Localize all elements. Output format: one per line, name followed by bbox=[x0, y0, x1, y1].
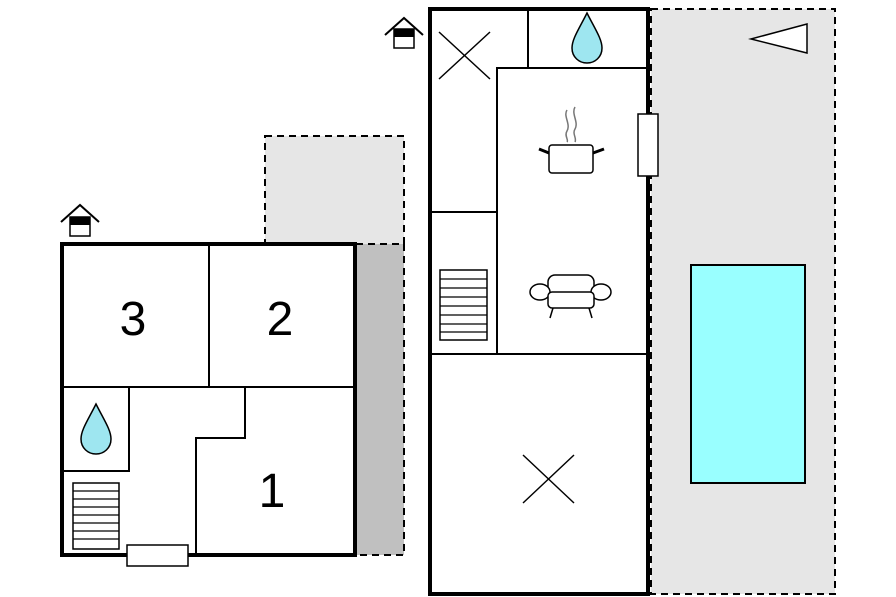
entrance-icon bbox=[60, 203, 100, 237]
water-drop-icon-ground bbox=[571, 11, 603, 64]
ground-floor-interior-walls bbox=[430, 9, 648, 355]
cross-mark-top bbox=[438, 31, 491, 80]
room-label-2: 2 bbox=[267, 293, 294, 346]
sofa-icon bbox=[529, 274, 612, 319]
room-label-3: 3 bbox=[120, 293, 147, 346]
cooking-pot-icon bbox=[538, 106, 605, 174]
side-terrace bbox=[355, 243, 405, 556]
stairs-icon-ground bbox=[439, 269, 488, 341]
cross-mark-bottom bbox=[522, 454, 575, 504]
window-icon-ground bbox=[637, 113, 659, 177]
stairs-icon bbox=[72, 482, 120, 550]
pool bbox=[690, 264, 806, 484]
entrance-icon-ground bbox=[384, 16, 424, 49]
upper-floor-interior-walls bbox=[62, 244, 355, 555]
water-drop-icon bbox=[80, 402, 112, 455]
room-label-1: 1 bbox=[259, 465, 286, 518]
window-icon bbox=[126, 544, 189, 567]
balcony-area bbox=[264, 135, 405, 245]
terrace-arrow-icon bbox=[748, 23, 808, 54]
